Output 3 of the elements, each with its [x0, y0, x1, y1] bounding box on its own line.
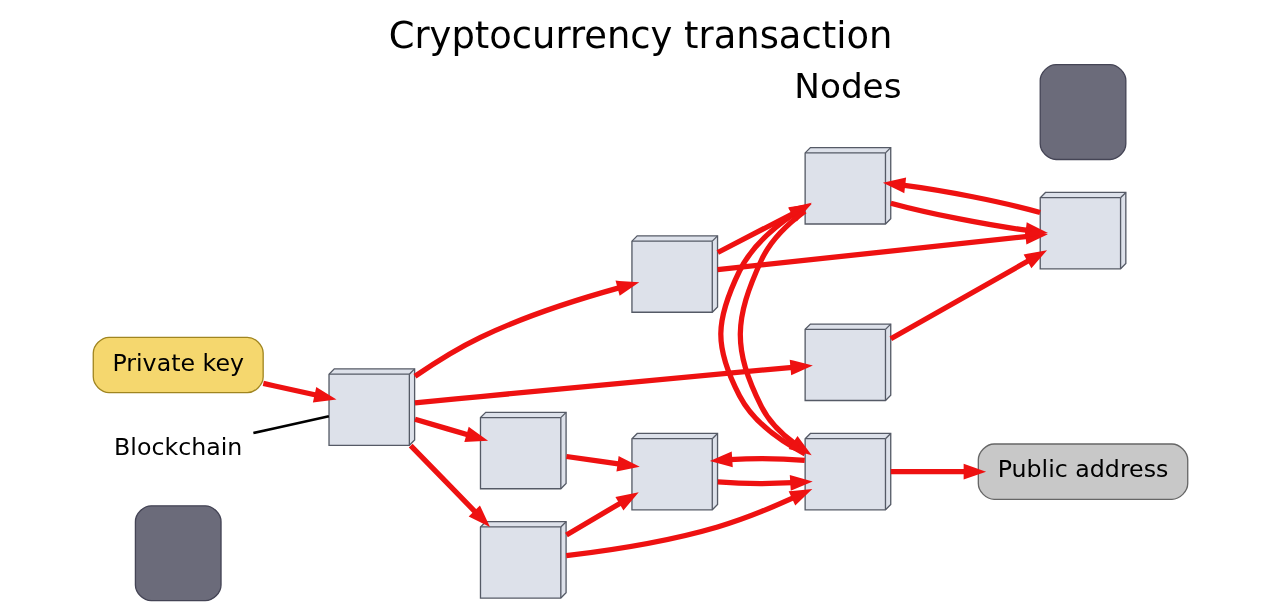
label: Nodes: [793, 65, 902, 106]
node-text: Blockchain: [113, 433, 242, 462]
diagram-title: Cryptocurrency transaction: [388, 14, 892, 58]
